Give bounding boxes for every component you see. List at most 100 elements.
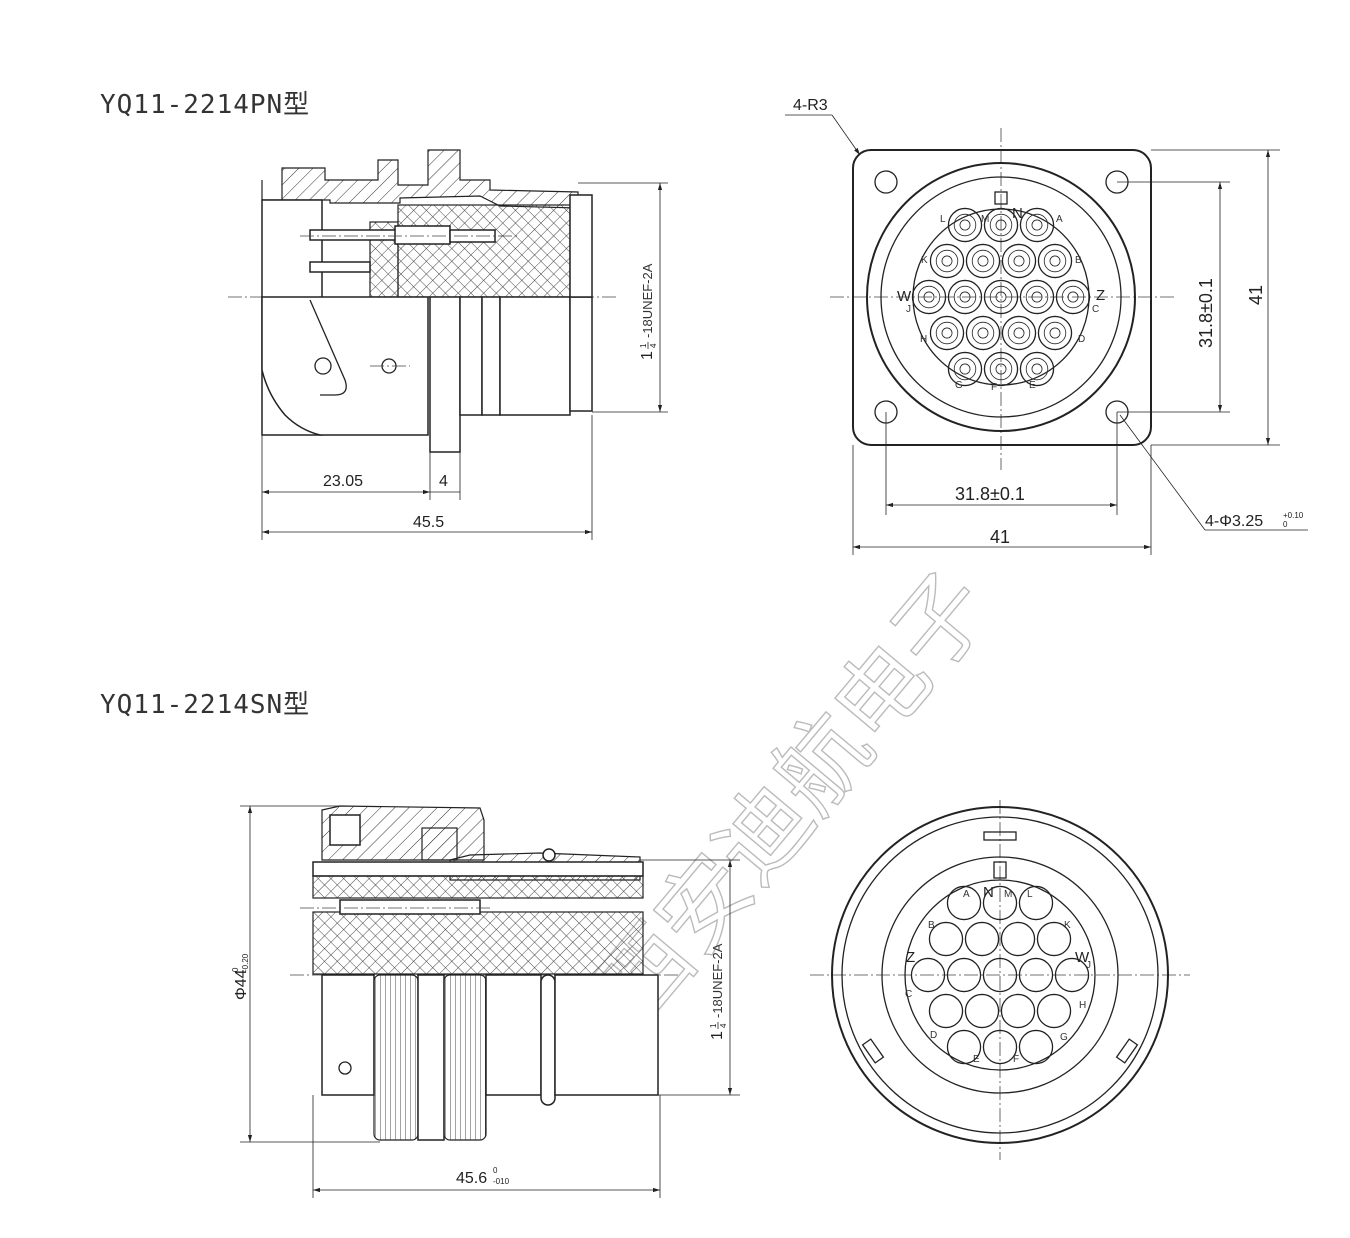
contact-pin [982, 885, 1018, 921]
pin-label: F [1013, 1054, 1019, 1065]
contact-pin-core [977, 327, 989, 339]
contact-pin [983, 279, 1019, 315]
contact-pin-core [1067, 291, 1079, 303]
pn-thread-num: 1 [639, 343, 648, 348]
contact-pin [1055, 279, 1091, 315]
pn-thread-whole: 1 [639, 351, 656, 360]
contact-pin [947, 207, 983, 243]
sn-side-view: Φ44 0 -0.20 45.6 0 -010 1 1 4 -18UNEF-2A [231, 805, 740, 1198]
pn-hole-spec: 4-Φ3.25 [1205, 513, 1263, 530]
contact-pin-inner [953, 357, 977, 381]
contact-pin [1000, 993, 1036, 1029]
contact-pin [1018, 957, 1054, 993]
contact-pin [1019, 351, 1055, 387]
contact-pin [983, 351, 1019, 387]
pn-pin-grid [911, 207, 1091, 387]
pin-label: W [1075, 949, 1090, 966]
pn-size-h: 41 [990, 527, 1010, 547]
contact-pin-inner [989, 357, 1013, 381]
sn-dia-tol-lower: -0.20 [241, 953, 250, 972]
pn-hole-tol-lower: 0 [1283, 520, 1288, 529]
contact-pin-inner [1061, 285, 1085, 309]
contact-pin-core [1031, 363, 1043, 375]
pin-label: W [897, 288, 912, 305]
contact-pin [964, 921, 1000, 957]
contact-pin [1036, 921, 1072, 957]
pn-dim-23: 23.05 [323, 473, 363, 490]
contact-pin [965, 243, 1001, 279]
title-sn: YQ11-2214SN型 [100, 690, 310, 720]
contact-pin [928, 993, 964, 1029]
sn-dia: Φ44 [233, 969, 250, 1000]
sn-length-tol-lower: -010 [493, 1177, 510, 1186]
contact-pin [1018, 885, 1054, 921]
contact-pin [964, 993, 1000, 1029]
contact-pin [946, 957, 982, 993]
pin-label: N [1012, 205, 1023, 222]
pin-label: E [1029, 380, 1036, 391]
contact-pin [982, 1029, 1018, 1065]
pin-label: J [1086, 960, 1091, 971]
pn-corner-radius: 4-R3 [793, 97, 828, 114]
sn-thread-spec: -18UNEF-2A [710, 943, 725, 1018]
pin-label: K [1064, 920, 1071, 931]
contact-pin-core [1049, 255, 1061, 267]
pn-dim-4: 4 [439, 473, 448, 490]
contact-pin [1001, 315, 1037, 351]
contact-pin-inner [935, 249, 959, 273]
pin-label: H [1079, 1000, 1086, 1011]
pin-label: G [1060, 1032, 1068, 1043]
contact-pin-core [959, 291, 971, 303]
pin-label: A [1056, 214, 1063, 225]
contact-pin [929, 243, 965, 279]
contact-pin-core [995, 363, 1007, 375]
pin-label: K [921, 255, 928, 266]
pn-size-v: 41 [1246, 285, 1266, 305]
contact-pin-core [941, 255, 953, 267]
pin-label: H [920, 334, 927, 345]
pn-side-view: 23.05 4 45.5 1 1 4 -18UNEF-2A [228, 149, 668, 540]
contact-pin [1018, 1029, 1054, 1065]
pn-thread-spec: -18UNEF-2A [640, 263, 655, 338]
contact-pin-core [959, 363, 971, 375]
contact-pin [929, 315, 965, 351]
contact-pin-inner [917, 285, 941, 309]
contact-pin-core [1013, 327, 1025, 339]
contact-pin [1001, 243, 1037, 279]
contact-pin-core [1013, 255, 1025, 267]
contact-pin [1037, 315, 1073, 351]
contact-pin-core [995, 219, 1007, 231]
contact-pin [947, 351, 983, 387]
pin-label: B [928, 920, 935, 931]
contact-pin-core [977, 255, 989, 267]
contact-pin-inner [971, 321, 995, 345]
contact-pin [1019, 207, 1055, 243]
contact-pin-core [1049, 327, 1061, 339]
title-pn: YQ11-2214PN型 [100, 90, 310, 120]
contact-pin-inner [1025, 213, 1049, 237]
pin-label: Z [1096, 287, 1105, 304]
pn-thread-den: 4 [649, 343, 658, 348]
pin-label: F [991, 382, 997, 393]
contact-pin [983, 207, 1019, 243]
contact-pin [928, 921, 964, 957]
contact-pin-core [995, 291, 1007, 303]
pin-label: L [1027, 889, 1033, 900]
contact-pin-inner [971, 249, 995, 273]
pin-label: D [930, 1030, 937, 1041]
contact-pin [946, 885, 982, 921]
sn-length: 45.6 [456, 1170, 487, 1187]
pin-label: N [983, 884, 994, 901]
contact-pin-inner [1007, 321, 1031, 345]
contact-pin [947, 279, 983, 315]
contact-pin-inner [1043, 249, 1067, 273]
contact-pin [1000, 921, 1036, 957]
sn-pin-grid [910, 885, 1090, 1065]
contact-pin [910, 957, 946, 993]
contact-pin-core [923, 291, 935, 303]
contact-pin-inner [1025, 285, 1049, 309]
pn-dim-45: 45.5 [413, 514, 444, 531]
